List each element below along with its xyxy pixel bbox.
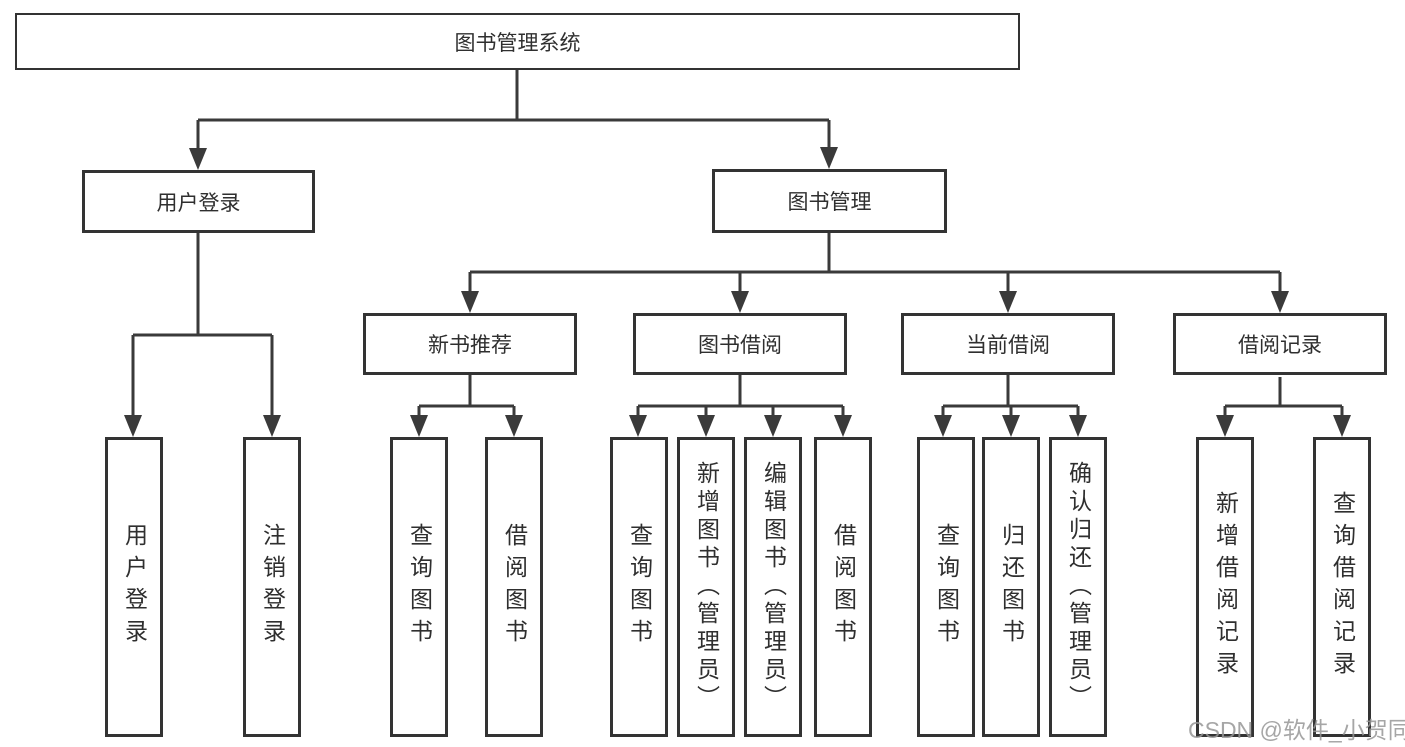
node-leaf-bb-edit-books-admin-label: 编辑图书（管理员） — [760, 461, 787, 713]
node-leaf-cur-query-books-label: 查询图书 — [933, 523, 960, 651]
node-leaf-user-login-label: 用户登录 — [121, 523, 148, 651]
node-leaf-cur-return-books: 归还图书 — [982, 437, 1040, 737]
node-leaf-bb-add-books-admin: 新增图书（管理员） — [677, 437, 735, 737]
node-leaf-rec-borrow-books: 借阅图书 — [485, 437, 543, 737]
node-book-borrow-label: 图书借阅 — [698, 334, 782, 357]
node-borrow-records-label: 借阅记录 — [1238, 334, 1322, 357]
node-leaf-query-borrow-record: 查询借阅记录 — [1313, 437, 1371, 737]
node-leaf-bb-borrow-books: 借阅图书 — [814, 437, 872, 737]
node-leaf-bb-query-books-label: 查询图书 — [626, 523, 653, 651]
node-leaf-logout: 注销登录 — [243, 437, 301, 737]
node-leaf-add-borrow-record: 新增借阅记录 — [1196, 437, 1254, 737]
node-leaf-logout-label: 注销登录 — [259, 523, 286, 651]
node-leaf-rec-query-books: 查询图书 — [390, 437, 448, 737]
node-leaf-rec-query-books-label: 查询图书 — [406, 523, 433, 651]
node-new-book-recommend: 新书推荐 — [363, 313, 577, 375]
node-leaf-query-borrow-record-label: 查询借阅记录 — [1329, 491, 1356, 683]
node-new-book-recommend-label: 新书推荐 — [428, 334, 512, 357]
node-leaf-bb-borrow-books-label: 借阅图书 — [830, 523, 857, 651]
node-leaf-user-login: 用户登录 — [105, 437, 163, 737]
node-user-login-branch: 用户登录 — [82, 170, 315, 233]
node-leaf-add-borrow-record-label: 新增借阅记录 — [1212, 491, 1239, 683]
node-current-borrow: 当前借阅 — [901, 313, 1115, 375]
node-borrow-records: 借阅记录 — [1173, 313, 1387, 375]
node-leaf-cur-return-books-label: 归还图书 — [998, 523, 1025, 651]
node-book-management-branch: 图书管理 — [712, 169, 947, 233]
node-leaf-bb-add-books-admin-label: 新增图书（管理员） — [693, 461, 720, 713]
node-leaf-rec-borrow-books-label: 借阅图书 — [501, 523, 528, 651]
node-leaf-cur-confirm-return-admin: 确认归还（管理员） — [1049, 437, 1107, 737]
node-leaf-bb-query-books: 查询图书 — [610, 437, 668, 737]
node-book-borrow: 图书借阅 — [633, 313, 847, 375]
node-leaf-bb-edit-books-admin: 编辑图书（管理员） — [744, 437, 802, 737]
node-root: 图书管理系统 — [15, 13, 1020, 70]
node-current-borrow-label: 当前借阅 — [966, 334, 1050, 357]
node-book-management-branch-label: 图书管理 — [787, 191, 872, 214]
arrowheads — [124, 147, 1351, 437]
node-leaf-cur-query-books: 查询图书 — [917, 437, 975, 737]
csdn-watermark: CSDN @软件_小贺同学 — [1188, 717, 1405, 743]
node-leaf-cur-confirm-return-admin-label: 确认归还（管理员） — [1065, 461, 1092, 713]
node-user-login-branch-label: 用户登录 — [156, 191, 241, 215]
node-root-label: 图书管理系统 — [454, 31, 581, 55]
